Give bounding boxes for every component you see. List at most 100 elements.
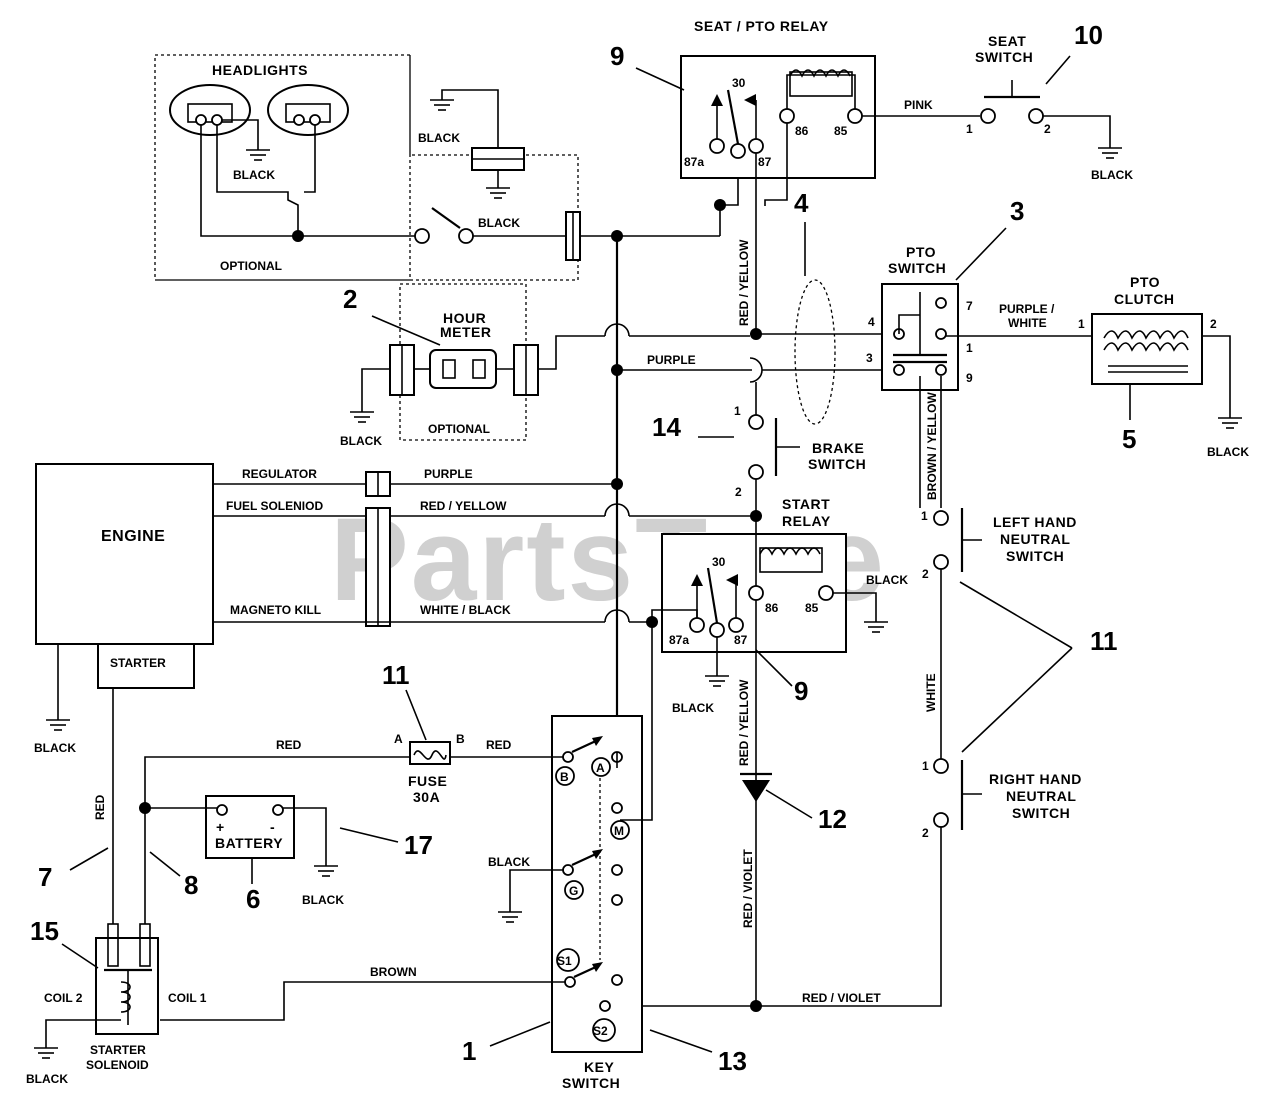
svg-text:BRAKE: BRAKE: [812, 440, 864, 456]
svg-text:BLACK: BLACK: [340, 434, 382, 448]
svg-text:ENGINE: ENGINE: [101, 528, 165, 545]
svg-text:A: A: [596, 761, 605, 775]
light-switch-blade: [431, 207, 461, 229]
ground-icon: [350, 411, 374, 423]
svg-text:3: 3: [1010, 196, 1024, 226]
ground-icon: [705, 675, 729, 687]
svg-text:86: 86: [765, 601, 779, 615]
ground-icon: [34, 1047, 58, 1059]
svg-text:COIL 1: COIL 1: [168, 991, 207, 1005]
svg-text:1: 1: [462, 1036, 476, 1066]
svg-text:6: 6: [246, 884, 260, 914]
wire-bundle: [794, 279, 836, 425]
svg-text:+: +: [216, 819, 225, 835]
svg-text:2: 2: [735, 485, 742, 499]
svg-text:87a: 87a: [669, 633, 689, 647]
svg-text:A: A: [394, 732, 403, 746]
svg-text:REGULATOR: REGULATOR: [242, 467, 317, 481]
svg-text:RIGHT HAND: RIGHT HAND: [989, 771, 1082, 787]
svg-text:CLUTCH: CLUTCH: [1114, 291, 1175, 307]
svg-text:LEFT HAND: LEFT HAND: [993, 514, 1077, 530]
svg-text:PTO: PTO: [906, 244, 936, 260]
svg-text:B: B: [560, 770, 569, 784]
svg-text:4: 4: [794, 188, 809, 218]
svg-text:SWITCH: SWITCH: [562, 1075, 620, 1091]
svg-text:17: 17: [404, 830, 433, 860]
svg-text:85: 85: [805, 601, 819, 615]
svg-text:-: -: [270, 819, 275, 835]
svg-text:BLACK: BLACK: [672, 701, 714, 715]
callouts: 9 10 4 3 2 14 5 11 9 11 12 17 7 8 6 15 1…: [30, 20, 1136, 1076]
svg-text:11: 11: [1090, 626, 1118, 656]
svg-text:B: B: [456, 732, 465, 746]
svg-text:WHITE / BLACK: WHITE / BLACK: [420, 603, 511, 617]
optional-label: OPTIONAL: [220, 259, 282, 273]
ground-icon: [1098, 147, 1122, 159]
svg-text:BATTERY: BATTERY: [215, 835, 283, 851]
key-switch: KEY SWITCH B A M G S1 S2 BLACK BROWN: [160, 622, 653, 1091]
svg-text:1: 1: [922, 759, 929, 773]
headlights-label: HEADLIGHTS: [212, 62, 308, 78]
diode-icon: [742, 780, 770, 802]
svg-text:PINK: PINK: [904, 98, 933, 112]
svg-text:FUSE: FUSE: [408, 773, 447, 789]
svg-text:RED / VIOLET: RED / VIOLET: [802, 991, 881, 1005]
svg-text:14: 14: [652, 412, 681, 442]
svg-text:FUEL SOLENIOD: FUEL SOLENIOD: [226, 499, 323, 513]
pto-clutch: PTO CLUTCH 1 2 BLACK: [1078, 274, 1249, 459]
right-hand-neutral-switch: 1 2 RIGHT HAND NEUTRAL SWITCH RED / VIOL…: [610, 758, 1082, 1007]
ground-icon: [430, 99, 454, 111]
svg-text:MAGNETO KILL: MAGNETO KILL: [230, 603, 321, 617]
svg-text:WHITE: WHITE: [924, 673, 938, 712]
svg-text:G: G: [569, 884, 578, 898]
svg-text:PURPLE: PURPLE: [424, 467, 473, 481]
headlights-group: HEADLIGHTS BLACK BLACK OPTIONAL BLACK: [154, 54, 581, 281]
svg-text:SWITCH: SWITCH: [1012, 805, 1070, 821]
svg-text:COIL 2: COIL 2: [44, 991, 83, 1005]
start-relay: START RELAY 30 87a 87 86 85 BLACK BLACK …: [646, 496, 908, 1012]
svg-text:NEUTRAL: NEUTRAL: [1006, 788, 1076, 804]
svg-text:BROWN / YELLOW: BROWN / YELLOW: [925, 392, 939, 500]
svg-text:SWITCH: SWITCH: [808, 456, 866, 472]
starter-solenoid: RED BLACK COIL 2 COIL 1 STARTER SOLENOID: [26, 688, 207, 1086]
ground-icon: [486, 187, 510, 199]
svg-text:5: 5: [1122, 424, 1136, 454]
svg-text:BLACK: BLACK: [418, 131, 460, 145]
engine: ENGINE STARTER BLACK REGULATOR PURPLE FU…: [34, 463, 762, 755]
svg-text:11: 11: [382, 660, 410, 690]
svg-text:1: 1: [966, 341, 973, 355]
svg-text:9: 9: [610, 41, 624, 71]
ground-icon: [498, 911, 522, 923]
svg-text:SWITCH: SWITCH: [888, 260, 946, 276]
svg-text:1: 1: [1078, 317, 1085, 331]
svg-text:3: 3: [866, 351, 873, 365]
svg-text:RED: RED: [276, 738, 302, 752]
svg-text:2: 2: [922, 826, 929, 840]
svg-text:4: 4: [868, 315, 875, 329]
svg-text:9: 9: [966, 371, 973, 385]
ground-icon: [314, 865, 338, 877]
relay-coil: [789, 69, 851, 78]
svg-text:PURPLE: PURPLE: [647, 353, 696, 367]
svg-text:METER: METER: [440, 324, 492, 340]
svg-text:BLACK: BLACK: [34, 741, 76, 755]
svg-text:2: 2: [922, 567, 929, 581]
pto-switch: PTO SWITCH 7 4 1 3 9 PURPLE / WHITE BROW…: [866, 244, 1092, 508]
ground-icon: [1218, 417, 1242, 429]
svg-text:1: 1: [734, 404, 741, 418]
svg-text:BLACK: BLACK: [478, 216, 520, 230]
svg-text:30A: 30A: [413, 789, 440, 805]
hour-meter: HOUR METER BLACK OPTIONAL: [340, 283, 750, 448]
svg-text:SOLENOID: SOLENOID: [86, 1058, 149, 1072]
svg-text:1: 1: [921, 509, 928, 523]
ground-icon: [246, 149, 270, 161]
wire-label-black: BLACK: [233, 168, 275, 182]
svg-text:PURPLE /: PURPLE /: [999, 302, 1055, 316]
left-hand-neutral-switch: 1 2 LEFT HAND NEUTRAL SWITCH WHITE: [921, 508, 1077, 760]
svg-text:RED: RED: [486, 738, 512, 752]
svg-text:BROWN: BROWN: [370, 965, 417, 979]
svg-text:START: START: [782, 496, 830, 512]
svg-text:SWITCH: SWITCH: [975, 49, 1033, 65]
